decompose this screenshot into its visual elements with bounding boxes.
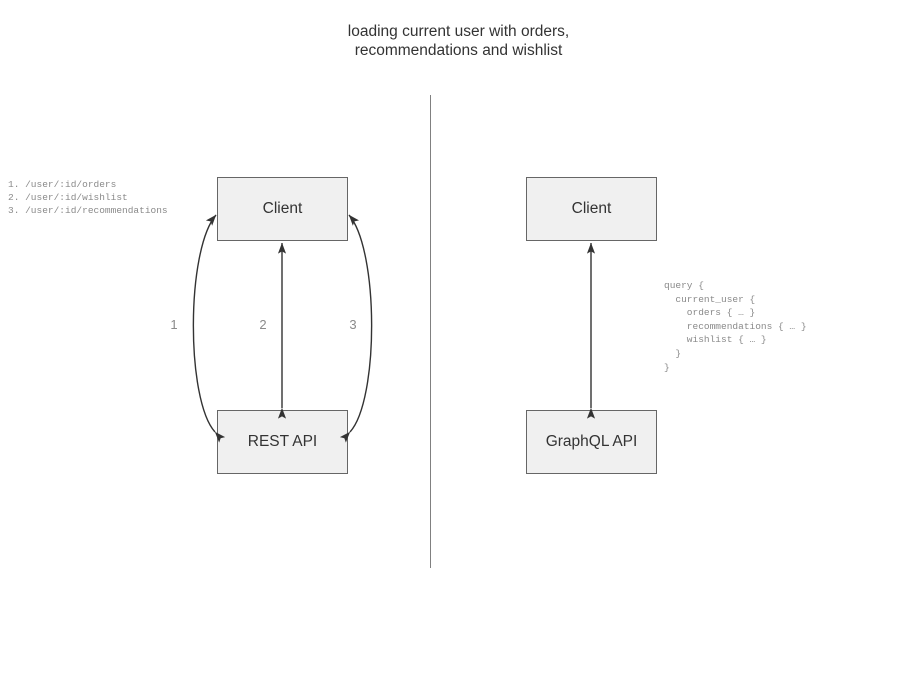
arrow-rest-3 — [339, 214, 373, 443]
panel-divider — [430, 95, 431, 568]
page-title: loading current user with orders, recomm… — [347, 23, 570, 59]
arrow-rest-1 — [192, 214, 226, 443]
graphql-query-text: query { current_user { orders { … } reco… — [664, 280, 807, 373]
arrow-label-2: 2 — [259, 317, 267, 332]
rest-endpoint-list: 1. /user/:id/orders 2. /user/:id/wishlis… — [8, 179, 168, 217]
arrow-label-1: 1 — [170, 317, 178, 332]
